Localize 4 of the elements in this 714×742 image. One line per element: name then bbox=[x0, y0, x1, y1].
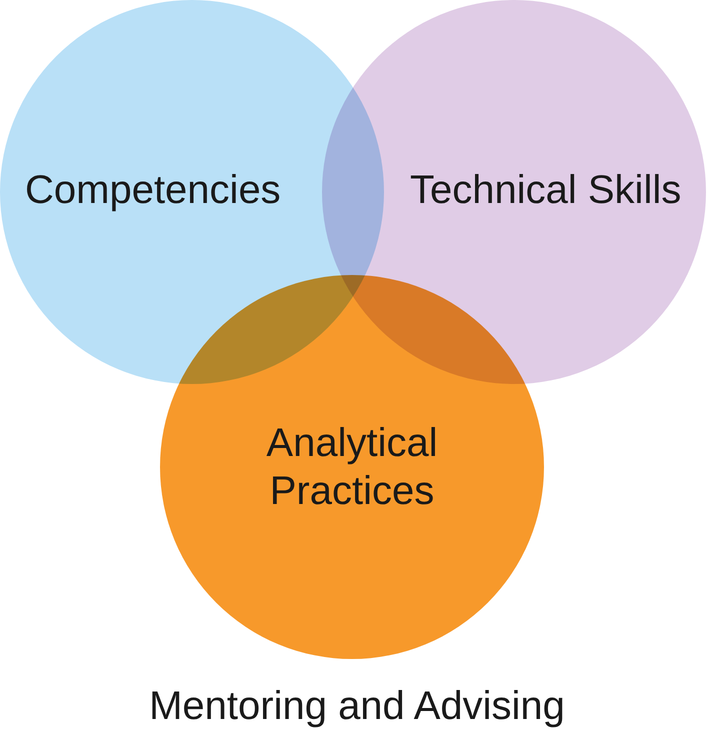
caption: Mentoring and Advising bbox=[149, 684, 565, 728]
circle-label: Competencies bbox=[25, 167, 281, 214]
circle-label: Analytical Practices bbox=[265, 420, 439, 515]
circle-label: Technical Skills bbox=[410, 167, 682, 214]
